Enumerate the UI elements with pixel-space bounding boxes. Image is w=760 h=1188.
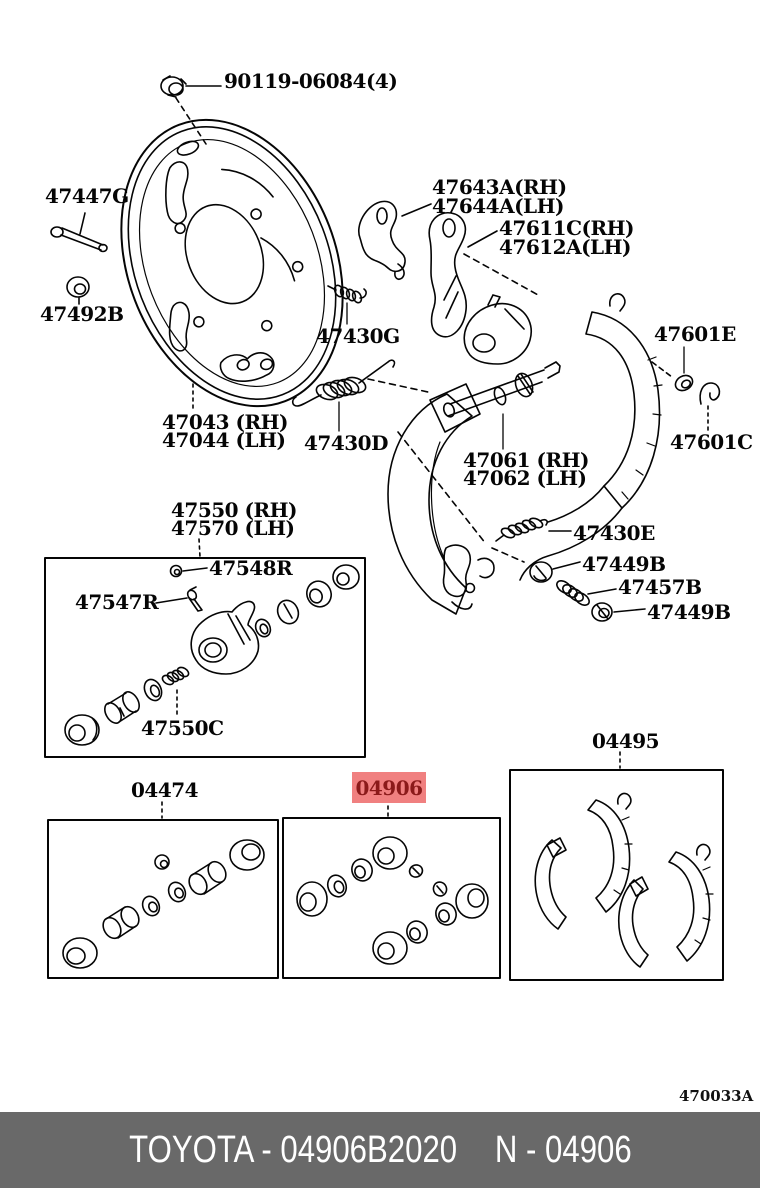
part-label-47430g: 47430G [316,324,400,348]
spring-47457b-icon [556,580,590,606]
kit-04906-parts [296,836,489,965]
part-label-47430e: 47430E [573,521,655,545]
kit-04495-box [509,769,724,981]
washer-47449b-icon [529,561,553,583]
kit-boot-left-icon [64,714,100,746]
part-label-47457b: 47457B [618,575,702,599]
part-label-47492b: 47492B [40,302,124,326]
part-label-47601c: 47601C [670,430,753,454]
part-label-90119-06084: 90119-06084(4) [224,69,398,93]
part-label-47601e: 47601E [654,322,736,346]
pin-icon [50,212,108,253]
kit-cup3-icon [306,580,332,608]
wheel-cylinder-icon [463,294,532,365]
adjuster-icon [442,361,561,418]
spring-47430d-icon [291,359,396,407]
wheel-cylinder-kit-box [44,557,366,758]
part-label-47061: 47061 (RH) [463,448,590,472]
part-label-47447g: 47447G [45,184,129,208]
footer-n-part-number: N - 04906 [494,1128,632,1171]
footer-bar: TOYOTA - 04906B2020 N - 04906 [0,1112,760,1188]
shoe-lever-cluster [442,544,495,598]
part-label-47644a: 47644A(LH) [432,194,564,218]
kit-04906-box [282,817,501,979]
diagram-line-art [44,75,724,981]
clip-47601c-icon [699,382,721,405]
kit-spring-47550c-icon [161,666,190,686]
footer-part-code: TOYOTA - 04906B2020 N - 04906 [129,1129,632,1172]
figure-reference-code: 470033A [679,1087,754,1105]
part-label-47550: 47550 (RH) [171,498,298,522]
kit-cup-ring-icon [143,678,163,702]
part-label-47612a: 47612A(LH) [499,235,631,259]
kit-cup2-icon [276,599,300,625]
bleeder-screw-icon [186,586,203,612]
part-label-47430d: 47430D [304,431,388,455]
part-label-47570: 47570 (LH) [171,516,295,540]
backing-plate-drawing [120,118,344,408]
part-label-04906-highlighted[interactable]: 04906 [352,772,426,803]
wheel-cylinder-body-icon [190,600,260,675]
kit-04474-box [47,819,279,979]
bolt-icon [160,75,187,98]
part-label-47548r: 47548R [209,556,293,580]
part-label-47043: 47043 (RH) [162,410,289,434]
brake-shoe-rear [519,293,663,581]
washer-47449b2-icon [591,602,613,622]
grommet-icon [66,276,90,305]
part-label-47062: 47062 (LH) [463,466,587,490]
kit-04495-parts [534,792,714,968]
part-label-04495: 04495 [592,729,660,753]
ring-47601e-icon [674,374,694,392]
part-label-47547r: 47547R [75,590,159,614]
bleeder-cap-icon [169,564,183,578]
kit-ring2-icon [254,618,272,638]
spring-47430g-icon [327,284,367,304]
kit-piston-icon [104,691,140,724]
part-label-47449b-2: 47449B [647,600,731,624]
part-label-47611c: 47611C(RH) [499,216,634,240]
brake-shoe-front [387,383,481,615]
spring-47430e-icon [495,517,548,542]
parking-lever-2 [428,212,467,338]
part-label-47643a: 47643A(RH) [432,175,567,199]
part-label-47449b-1: 47449B [582,552,666,576]
parking-lever-1 [358,200,406,280]
kit-boot2-icon [332,564,360,590]
kit-04474-parts [62,839,265,969]
part-label-04474: 04474 [131,778,199,802]
part-label-47044: 47044 (LH) [162,428,286,452]
part-label-47550c: 47550C [141,716,224,740]
highlighted-part-number: 04906 [355,775,423,800]
footer-brand-part-number: TOYOTA - 04906B2020 [128,1128,457,1171]
